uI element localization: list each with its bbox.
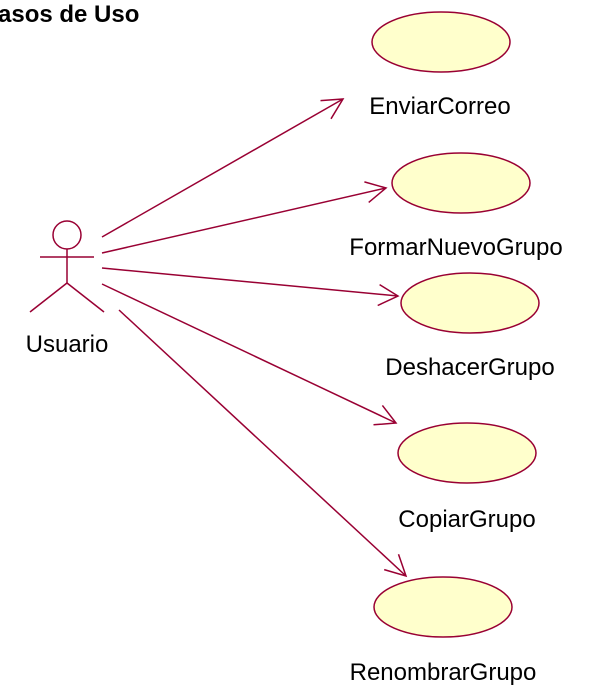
association-deshacergrupo[interactable]: [101, 267, 400, 307]
use-case-ellipse: [397, 422, 537, 484]
association-line: [101, 187, 387, 254]
actor-right-leg: [66, 282, 105, 313]
arrowhead-icon: [320, 98, 345, 120]
use-case-ellipse: [391, 152, 531, 214]
association-line: [101, 98, 344, 238]
association-enviarcorreo[interactable]: [101, 98, 345, 238]
association-line: [101, 283, 397, 424]
association-renombrargrupo[interactable]: [118, 309, 408, 578]
actor-label: Usuario: [26, 331, 109, 358]
arrowhead-icon: [373, 404, 398, 426]
use-case-renombrargrupo[interactable]: RenombrarGrupo: [350, 576, 537, 686]
arrowhead-icon: [377, 283, 400, 307]
use-case-enviarcorreo[interactable]: EnviarCorreo: [369, 11, 511, 120]
use-case-copiargrupo[interactable]: CopiarGrupo: [397, 422, 537, 533]
diagram-title: asos de Uso: [0, 1, 140, 28]
use-case-ellipse: [400, 272, 540, 334]
actor-left-leg: [29, 282, 68, 313]
arrowhead-icon: [383, 553, 408, 578]
association-line: [101, 267, 399, 297]
association-copiargrupo[interactable]: [101, 283, 398, 426]
actor-head: [52, 220, 82, 250]
association-line: [118, 309, 407, 577]
use-case-label: EnviarCorreo: [369, 93, 510, 120]
use-case-ellipse: [371, 11, 511, 73]
use-case-label: CopiarGrupo: [398, 506, 535, 533]
actor-usuario[interactable]: Usuario: [26, 220, 109, 358]
use-case-label: DeshacerGrupo: [385, 354, 554, 381]
use-case-ellipse: [373, 576, 513, 638]
use-case-label: RenombrarGrupo: [350, 659, 537, 686]
association-formarnuevogrupo[interactable]: [101, 181, 388, 254]
use-case-formarnuevogrupo[interactable]: FormarNuevoGrupo: [349, 152, 563, 261]
use-case-deshacergrupo[interactable]: DeshacerGrupo: [385, 272, 555, 381]
use-case-label: FormarNuevoGrupo: [349, 234, 562, 261]
arrowhead-icon: [364, 181, 388, 203]
